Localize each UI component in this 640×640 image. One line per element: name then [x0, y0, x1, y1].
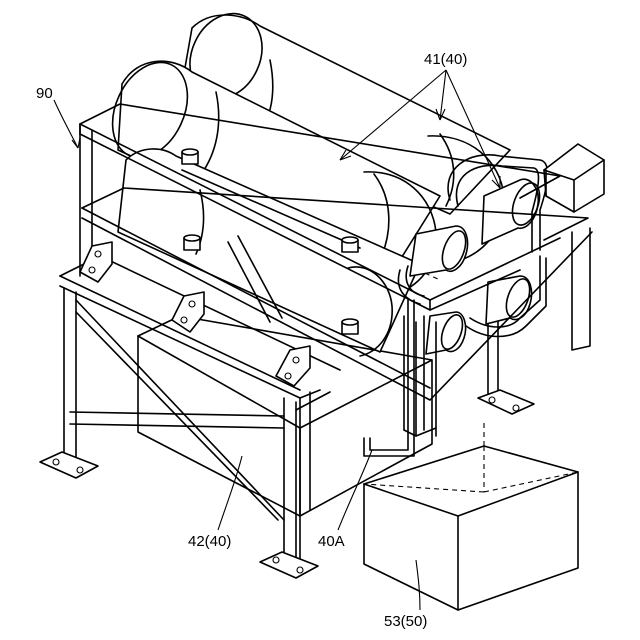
label-machine: 90 — [36, 85, 53, 102]
label-drums: 41(40) — [424, 51, 467, 68]
label-tank: 42(40) — [188, 533, 231, 550]
label-pipe: 40A — [318, 533, 345, 550]
label-container: 53(50) — [384, 613, 427, 630]
